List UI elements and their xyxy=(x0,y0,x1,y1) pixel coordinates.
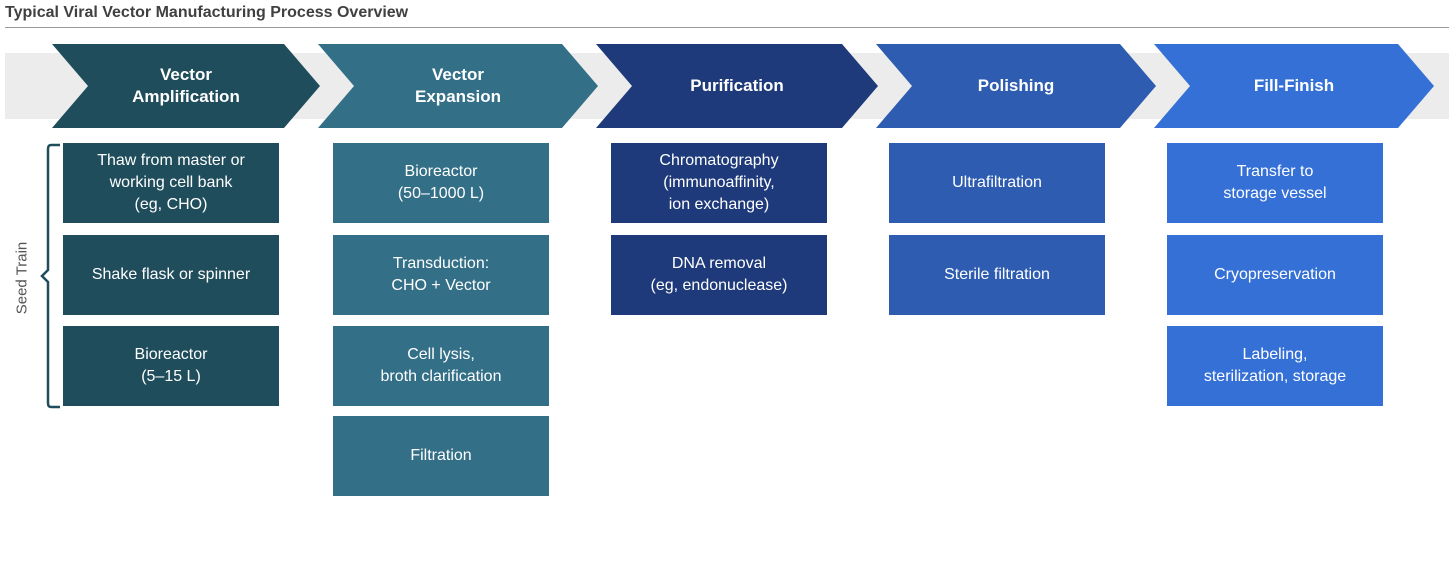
seed-train-label: Seed Train xyxy=(13,241,31,315)
chevron-vector-amplification xyxy=(52,44,320,128)
step-labeling: Labeling, sterilization, storage xyxy=(1167,326,1383,406)
step-transfer-storage: Transfer to storage vessel xyxy=(1167,143,1383,223)
step-cryopreservation: Cryopreservation xyxy=(1167,235,1383,315)
step-bioreactor-large: Bioreactor (50–1000 L) xyxy=(333,143,549,223)
page-title: Typical Viral Vector Manufacturing Proce… xyxy=(5,4,409,21)
step-dna-removal: DNA removal (eg, endonuclease) xyxy=(611,235,827,315)
chevron-polishing xyxy=(876,44,1156,128)
chevron-vector-expansion xyxy=(318,44,598,128)
stage-label-fill-finish: Fill-Finish xyxy=(1253,76,1335,95)
chevron-purification xyxy=(596,44,878,128)
title-divider xyxy=(5,27,1449,28)
step-chromatography: Chromatography (immunoaffinity, ion exch… xyxy=(611,143,827,223)
stage-label-vector-expansion: Vector Expansion xyxy=(415,65,501,106)
stage-label-purification: Purification xyxy=(690,76,784,95)
seed-train-bracket xyxy=(40,143,60,409)
stage-label-polishing: Polishing xyxy=(977,76,1055,95)
step-ultrafiltration: Ultrafiltration xyxy=(889,143,1105,223)
stage-label-vector-amplification: Vector Amplification xyxy=(132,65,240,106)
step-bioreactor-small: Bioreactor (5–15 L) xyxy=(63,326,279,406)
step-cell-lysis: Cell lysis, broth clarification xyxy=(333,326,549,406)
step-transduction: Transduction: CHO + Vector xyxy=(333,235,549,315)
step-filtration: Filtration xyxy=(333,416,549,496)
step-shake-flask: Shake flask or spinner xyxy=(63,235,279,315)
step-sterile-filtration: Sterile filtration xyxy=(889,235,1105,315)
step-thaw-cell-bank: Thaw from master or working cell bank (e… xyxy=(63,143,279,223)
chevron-fill-finish xyxy=(1154,44,1434,128)
